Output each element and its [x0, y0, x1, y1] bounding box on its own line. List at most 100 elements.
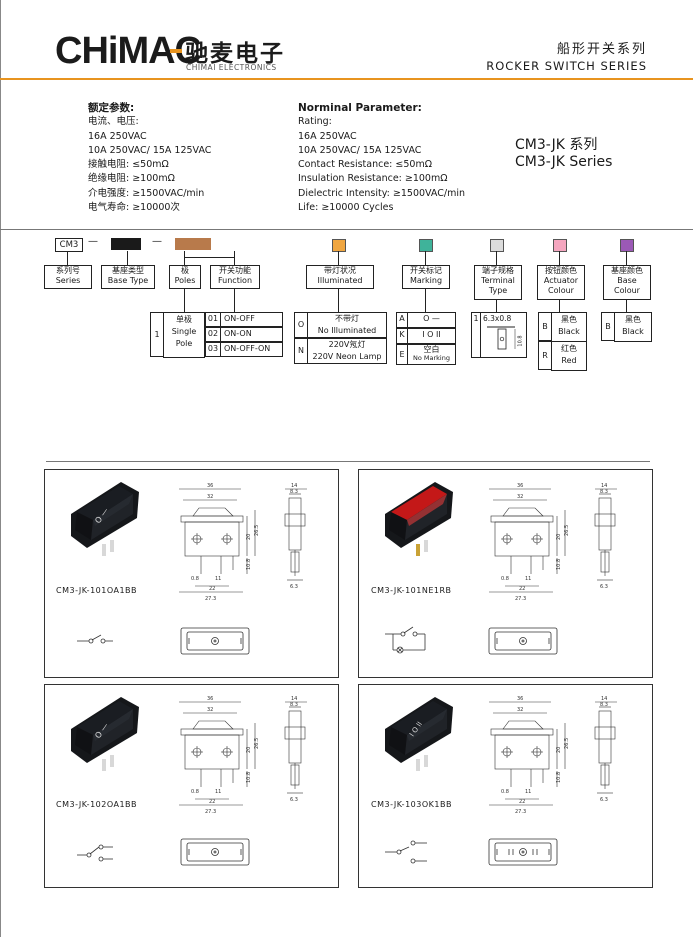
- actuator-en: Black: [558, 327, 580, 336]
- svg-text:11: 11: [525, 576, 531, 582]
- label-base-colour: 基座颜色 Base Colour: [603, 265, 651, 300]
- label-cn: 系列号: [56, 266, 80, 275]
- svg-text:8.3: 8.3: [290, 489, 298, 495]
- header-rule: [0, 78, 693, 80]
- section-title-en: ROCKER SWITCH SERIES: [486, 59, 647, 73]
- label-cn: 基座颜色: [611, 266, 643, 275]
- product-panel-4: I O II CM3-JK-103OK1BB 36 32: [358, 684, 653, 888]
- actuator-desc: 黑色 Black: [551, 312, 587, 342]
- label-cn: 基座类型: [112, 266, 144, 275]
- svg-text:8.3: 8.3: [600, 702, 608, 708]
- terminal-size: 6.3x0.8: [483, 314, 512, 323]
- connector: [338, 251, 339, 265]
- illum-desc: 220V氖灯 220V Neon Lamp: [307, 338, 387, 364]
- connector: [559, 251, 560, 265]
- label-actuator: 按钮颜色 Actuator Colour: [537, 265, 585, 300]
- svg-text:26.5: 26.5: [564, 738, 570, 749]
- svg-text:11: 11: [215, 789, 221, 795]
- label-en: Function: [217, 276, 253, 285]
- brand-name-en: CHIMAI ELECTRONICS: [186, 63, 277, 72]
- params-line: 介电强度: ≥1500VAC/min: [88, 187, 205, 199]
- params-line: Life: ≥10000 Cycles: [298, 202, 394, 214]
- label-cn: 端子规格: [482, 266, 514, 275]
- svg-text:36: 36: [207, 696, 213, 702]
- params-line: Contact Resistance: ≤50mΩ: [298, 159, 432, 171]
- illum-en: 220V Neon Lamp: [312, 352, 382, 361]
- params-line: 电流、电压:: [88, 116, 139, 128]
- params-line: 绝缘电阻: ≥100mΩ: [88, 173, 175, 185]
- svg-text:6.3: 6.3: [600, 584, 608, 590]
- svg-text:6.3: 6.3: [600, 797, 608, 803]
- svg-text:32: 32: [517, 494, 523, 500]
- svg-text:20: 20: [246, 534, 252, 540]
- svg-text:10.8: 10.8: [246, 772, 252, 783]
- marking-symbol: O —: [407, 312, 456, 328]
- bottom-view: [488, 627, 558, 655]
- connector: [67, 251, 68, 265]
- code-prefix: CM3: [55, 238, 83, 252]
- actuator-desc: 红色 Red: [551, 341, 587, 371]
- svg-text:22: 22: [209, 799, 215, 805]
- illuminated-swatch: [332, 239, 346, 252]
- connector: [626, 299, 627, 312]
- label-marking: 开关标记 Marking: [402, 265, 450, 289]
- bottom-view: [180, 627, 250, 655]
- svg-text:32: 32: [207, 494, 213, 500]
- circuit-diagram: [77, 634, 113, 644]
- dimension-drawing: 36 32 26.5 20 10.8 0.8 11 22 27.3 14 8.3…: [489, 483, 617, 602]
- model-number: CM3-JK-103OK1BB: [371, 800, 452, 809]
- svg-text:27.3: 27.3: [515, 809, 526, 815]
- dimension-drawing: 36 32 26.5 20 10.8 0.8 11 22 27.3 14 8.3…: [179, 483, 307, 602]
- connector: [234, 288, 235, 312]
- connector: [425, 251, 426, 265]
- actuator-swatch: [553, 239, 567, 252]
- section-title-cn: 船形开关系列: [556, 42, 647, 57]
- svg-text:14: 14: [291, 483, 297, 489]
- marking-en: No Marking: [413, 354, 450, 362]
- brand-name-cn: 驰麦电子: [185, 41, 285, 67]
- svg-text:11: 11: [215, 576, 221, 582]
- connector: [184, 288, 185, 312]
- svg-text:26.5: 26.5: [254, 738, 260, 749]
- model-number: CM3-JK-101OA1BB: [56, 586, 138, 595]
- params-line: 电气寿命: ≥10000次: [88, 202, 180, 214]
- switch-photo: O —: [71, 697, 139, 771]
- product-panel-2: CM3-JK-101NE1RB 36 32 26: [358, 469, 653, 678]
- params-line: 接触电阻: ≤50mΩ: [88, 159, 169, 171]
- svg-text:10.8: 10.8: [556, 559, 562, 570]
- svg-text:0.8: 0.8: [501, 576, 509, 582]
- poles-desc: 单极 Single Pole: [163, 312, 205, 358]
- logo-accent: [170, 49, 182, 53]
- params-en: Norminal Parameter: Rating: 16A 250VAC 1…: [298, 101, 465, 215]
- svg-text:26.5: 26.5: [254, 525, 260, 536]
- circuit-diagram: [385, 626, 426, 654]
- label-en: Actuator: [543, 276, 579, 285]
- label-cn: 开关标记: [410, 266, 442, 275]
- connector: [184, 257, 234, 258]
- illum-code: O: [294, 312, 308, 338]
- params-line: Dielectric Intensity: ≥1500VAC/min: [298, 187, 466, 199]
- label-poles: 极 Poles: [169, 265, 201, 289]
- label-en: Base Type: [107, 276, 149, 285]
- marking-swatch: [419, 239, 433, 252]
- svg-text:27.3: 27.3: [515, 596, 526, 602]
- label-en: Colour: [614, 286, 640, 295]
- params-line: 16A 250VAC: [88, 130, 147, 142]
- label-cn: 极: [181, 266, 189, 275]
- function-code: 02: [205, 327, 221, 342]
- model-number: CM3-JK-101NE1RB: [371, 586, 452, 595]
- connector: [184, 251, 185, 265]
- svg-text:0.8: 0.8: [191, 576, 199, 582]
- connector: [127, 251, 128, 265]
- svg-text:22: 22: [209, 586, 215, 592]
- svg-text:6.3: 6.3: [290, 797, 298, 803]
- params-en-heading: Norminal Parameter:: [298, 102, 422, 114]
- svg-text:14: 14: [601, 696, 607, 702]
- label-cn: 带灯状况: [324, 266, 356, 275]
- svg-text:14: 14: [291, 696, 297, 702]
- base-type-swatch: [111, 238, 141, 250]
- function-name: ON-ON: [220, 327, 283, 342]
- series-name: CM3-JK 系列 CM3-JK Series: [515, 137, 612, 171]
- series-name-cn: CM3-JK 系列: [515, 137, 598, 153]
- terminal-dim: 10.8: [517, 335, 524, 347]
